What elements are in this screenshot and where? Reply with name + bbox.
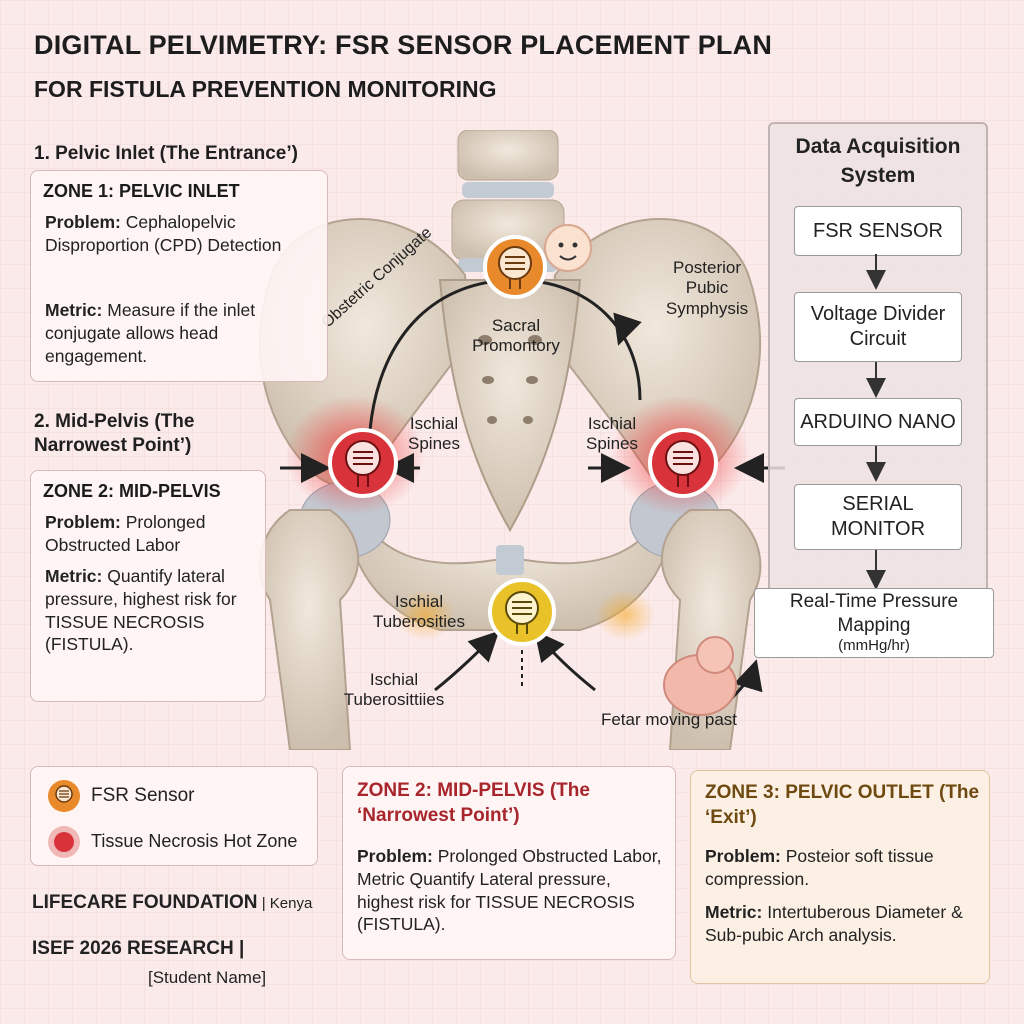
outlet-right-arrow [534, 630, 596, 692]
fsr-sensor-legend-icon [48, 780, 80, 812]
footer-research: ISEF 2026 RESEARCH | [32, 938, 245, 959]
section1-heading: 1. Pelvic Inlet (The Entrance’) [34, 143, 298, 164]
pubic-symphysis [496, 545, 524, 575]
label-ischial-spines-left: Ischial Spines [408, 414, 460, 454]
flow-step-arduino-nano: ARDUINO NANO [794, 398, 962, 446]
pelvis-illustration [258, 130, 785, 750]
flow-arrows [866, 254, 886, 590]
section2-heading: 2. Mid-Pelvis (The Narrowest Point’) [34, 411, 195, 456]
outlet-left-arrow [434, 630, 500, 692]
zone2-side-problem: Problem: Prolonged Obstructed Labor [45, 512, 206, 555]
zone2-card-title: ZONE 2: MID-PELVIS (The ‘Narrowest Point… [357, 780, 590, 826]
flow-step-voltage-divider: Voltage Divider Circuit [794, 292, 962, 362]
flow-title: Data Acquisition System [795, 135, 961, 188]
zone3-card-title: ZONE 3: PELVIC OUTLET (The ‘Exit’) [705, 782, 980, 828]
label-posterior-pubic-symphysis: Posterior Pubic Symphysis [665, 258, 749, 318]
zone3-card-problem: Problem: Posteior soft tissue compressio… [705, 846, 934, 889]
sacrum [438, 279, 582, 533]
zone1-card: ZONE 1: PELVIC INLET Problem: Cephalopel… [30, 170, 328, 382]
zone2-card: ZONE 2: MID-PELVIS (The ‘Narrowest Point… [342, 766, 676, 960]
fsr-sensor-right-spine-icon [648, 428, 718, 498]
label-fetal-moving: Fetar moving past [600, 710, 738, 729]
flow-step-serial-monitor: SERIAL MONITOR [794, 484, 962, 550]
legend-hot-zone-label: Tissue Necrosis Hot Zone [91, 831, 298, 851]
zone1-title: ZONE 1: PELVIC INLET [43, 181, 240, 201]
disc-top [462, 182, 554, 198]
left-femur [258, 509, 359, 750]
zone2-side-card: ZONE 2: MID-PELVIS Problem: Prolonged Ob… [30, 470, 266, 702]
zone2-side-title: ZONE 2: MID-PELVIS [43, 481, 221, 501]
baby-face-icon [544, 224, 592, 272]
zone2-card-problem: Problem: Prolonged Obstructed Labor, Met… [357, 846, 662, 935]
fsr-sensor-outlet-icon [488, 578, 556, 646]
data-acquisition-panel: Data Acquisition System FSR SENSOR Volta… [768, 122, 988, 602]
zone2-side-metric: Metric: Quantify lateral pressure, highe… [45, 566, 237, 655]
legend: FSR Sensor Tissue Necrosis Hot Zone [30, 766, 318, 866]
zone3-card-metric: Metric: Intertuberous Diameter & Sub-pub… [705, 902, 963, 945]
legend-fsr-label: FSR Sensor [91, 785, 195, 806]
flow-step-pressure-mapping: Real-Time Pressure Mapping (mmHg/hr) [754, 588, 994, 658]
fsr-sensor-inlet-icon [483, 235, 547, 299]
fsr-sensor-left-spine-icon [328, 428, 398, 498]
label-ischial-tuberosities-lower: Ischial Tuberosittiies [343, 670, 445, 710]
label-sacral-promontory: Sacral Promontory [472, 316, 560, 356]
page-subtitle: FOR FISTULA PREVENTION MONITORING [34, 76, 497, 102]
fetus-illustration [663, 636, 737, 716]
vertebra-top [457, 130, 559, 181]
zone1-problem: Problem: Cephalopelvic Disproportion (CP… [45, 212, 282, 255]
label-ischial-spines-right: Ischial Spines [586, 414, 638, 454]
zone1-metric: Metric: Measure if the inlet conjugate a… [45, 300, 256, 366]
page-title: DIGITAL PELVIMETRY: FSR SENSOR PLACEMENT… [34, 30, 773, 60]
label-ischial-tuberosities-upper: Ischial Tuberosities [373, 592, 465, 632]
flow-step-fsr-sensor: FSR SENSOR [794, 206, 962, 256]
footer-student-name: [Student Name] [148, 968, 267, 987]
footer-organization: LIFECARE FOUNDATION | Kenya [32, 892, 313, 913]
zone3-card: ZONE 3: PELVIC OUTLET (The ‘Exit’) Probl… [690, 770, 990, 984]
hot-zone-legend-icon [48, 826, 80, 858]
